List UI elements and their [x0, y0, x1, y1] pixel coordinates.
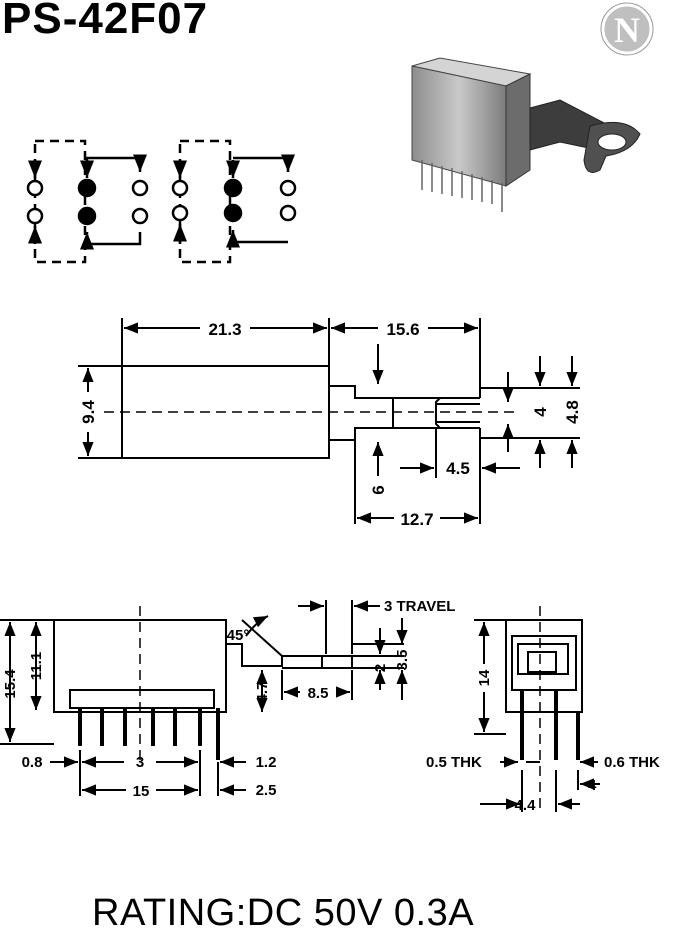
end-view-drawing [474, 606, 600, 812]
dim-tip-height: 4 [531, 407, 550, 417]
rating-text: RATING:DC 50V 0.3A [92, 892, 475, 934]
dim-4: 4 [588, 777, 597, 794]
dim-2: 2 [372, 664, 389, 672]
switch-photo [411, 57, 641, 212]
dim-height: 9.4 [79, 400, 98, 424]
top-view-drawing [78, 318, 580, 524]
dim-body-height: 11.1 [28, 652, 45, 680]
dim-4-7: 4.7 [254, 682, 271, 703]
dim-pitch: 3 [136, 754, 144, 771]
side-view-labels: 15.4 11.1 45° 3 TRAVEL 2 3.5 4.7 8.5 3 1… [2, 598, 455, 800]
dim-thk-left: 0.5 THK [426, 754, 482, 771]
circuit-diagram-left [26, 139, 149, 264]
dim-total-actuator: 12.7 [400, 510, 433, 529]
dim-8-5: 8.5 [308, 685, 329, 702]
dim-thk-right: 0.6 THK [604, 754, 660, 771]
dim-4-4: 4.4 [515, 797, 537, 814]
part-number-title: PS-42F07 [2, 0, 209, 43]
dim-2-5: 2.5 [256, 782, 277, 799]
dim-actuator-height: 4.8 [563, 400, 582, 424]
dim-neck-height: 6 [369, 485, 388, 494]
dim-actuator-length: 15.6 [386, 320, 419, 339]
manufacturer-logo-icon: N [600, 2, 654, 56]
end-view-labels: 14 0.5 THK 0.6 THK 4 4.4 [426, 664, 660, 814]
dim-tip-length: 4.5 [446, 459, 470, 478]
dim-length: 21.3 [208, 320, 241, 339]
dim-end-height: 14 [476, 669, 493, 686]
circuit-diagram-right [171, 139, 297, 264]
dim-1-2: 1.2 [256, 754, 277, 771]
dim-angle: 45° [227, 627, 250, 644]
side-view-drawing [0, 600, 408, 796]
dim-height-total: 15.4 [2, 669, 19, 699]
dim-span: 15 [133, 783, 150, 800]
dim-0-8: 0.8 [22, 754, 43, 771]
logo-letter: N [614, 10, 640, 50]
dim-travel: 3 TRAVEL [384, 598, 455, 615]
top-view-labels: 21.3 15.6 9.4 4.8 4 4.5 6 12.7 [78, 318, 582, 529]
dim-3-5: 3.5 [394, 650, 411, 671]
